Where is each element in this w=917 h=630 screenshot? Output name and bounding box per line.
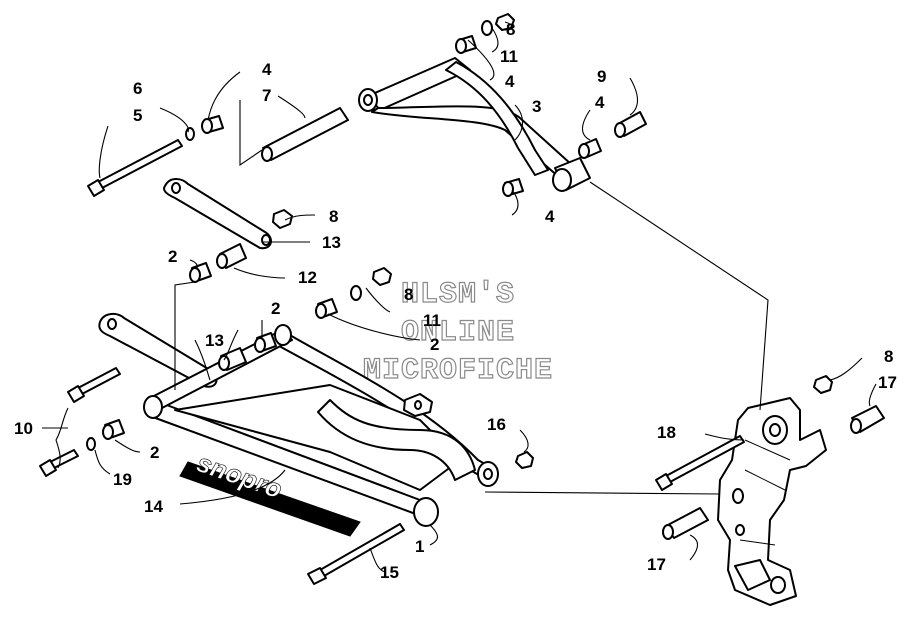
callout-1: 1 (415, 537, 424, 556)
callout-2-mid: 2 (430, 335, 439, 354)
callout-2-link: 2 (168, 247, 177, 266)
callout-13-top: 13 (322, 233, 341, 252)
callout-4-top: 4 (505, 72, 515, 91)
callout-8-spindle: 8 (884, 347, 893, 366)
callout-14: 14 (144, 497, 163, 516)
leader-lines (42, 21, 877, 573)
callout-7: 7 (262, 86, 271, 105)
callout-2-front: 2 (150, 443, 159, 462)
callout-8-mid: 8 (404, 285, 413, 304)
callout-19: 19 (113, 470, 132, 489)
watermark: HLSM'S ONLINE MICROFICHE (362, 277, 553, 388)
watermark-line-1: HLSM'S (401, 278, 515, 312)
callout-17-lower: 17 (647, 555, 666, 574)
upper-a-arm (358, 57, 591, 192)
callout-11-mid: 11 (423, 311, 441, 330)
callout-15: 15 (380, 563, 399, 582)
callout-12: 12 (298, 268, 317, 287)
callout-8-link: 8 (329, 207, 338, 226)
link-plates (98, 178, 293, 388)
callout-5: 5 (133, 106, 142, 125)
callout-4-left: 4 (262, 60, 272, 79)
callout-11-top: 11 (500, 47, 518, 66)
callout-10: 10 (14, 419, 33, 438)
callout-2-inner: 2 (271, 299, 280, 318)
callout-numbers: 8 11 4 3 9 4 4 6 4 5 7 8 13 2 12 8 11 2 … (14, 20, 897, 582)
callout-8-top: 8 (506, 20, 515, 39)
callout-6: 6 (133, 79, 142, 98)
callout-17-upper: 17 (878, 373, 897, 392)
lower-arm-hardware (39, 267, 534, 585)
callout-13-lower: 13 (205, 331, 224, 350)
callout-3: 3 (532, 97, 541, 116)
watermark-line-2: ONLINE (401, 316, 515, 350)
watermark-line-3: MICROFICHE (363, 354, 553, 388)
upper-arm-hardware (87, 13, 647, 197)
callout-9: 9 (597, 67, 606, 86)
callout-18: 18 (657, 423, 676, 442)
spindle (655, 375, 885, 606)
callout-4-lower: 4 (545, 207, 555, 226)
callout-16: 16 (487, 415, 506, 434)
callout-4-right: 4 (595, 93, 605, 112)
